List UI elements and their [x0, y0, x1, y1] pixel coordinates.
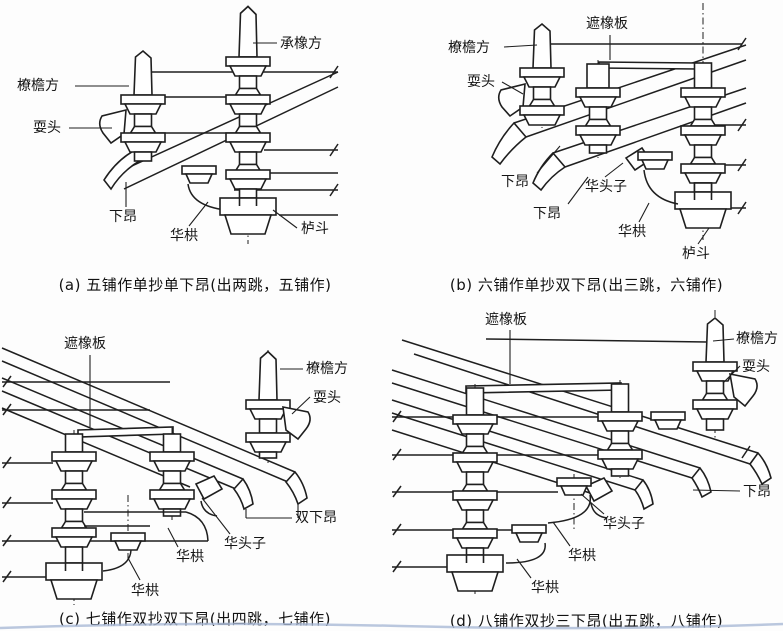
structure-drawing-a — [69, 5, 339, 244]
ang-beak-2-icon — [691, 466, 712, 499]
panel-b: 遮橡板 橑檐方 耍头 下昂 下昂 华头子 华栱 栌斗 (b) 六铺作单抄双下昂(… — [390, 0, 783, 300]
label-chengxiangfang: 承橡方 — [280, 36, 322, 52]
ang-beak-lower-icon — [532, 151, 567, 192]
bracket-columns-a — [120, 5, 277, 244]
ang-beak-3-icon — [633, 478, 654, 511]
leader-lines-a — [69, 42, 298, 229]
leader-lines-d — [509, 330, 741, 579]
structure-drawing-c — [1, 347, 311, 605]
label-shuatou: 耍头 — [33, 120, 61, 136]
label-huatouzi: 华头子 — [603, 516, 645, 532]
label-liaoyanfang: 橑檐方 — [448, 40, 490, 56]
caption-a: (a) 五铺作单抄单下昂(出两跳，五铺作) — [58, 276, 332, 294]
label-huagong: 华栱 — [170, 228, 198, 244]
label-liaoyanfang: 橑檐方 — [736, 331, 778, 347]
bracket-columns-d — [446, 310, 738, 597]
bracket-columns-b — [519, 3, 732, 240]
label-ludou: 栌斗 — [682, 246, 710, 262]
label-huagong-upper: 华栱 — [568, 548, 596, 564]
huagong-arms-d — [505, 411, 686, 564]
label-shuatou: 耍头 — [742, 359, 770, 375]
panel-c: 遮橡板 橑檐方 耍头 双下昂 华头子 华栱 华栱 (c) 七铺作双抄双下昂(出四… — [0, 300, 390, 631]
leader-lines-b — [501, 35, 710, 245]
panel-d: 遮橡板 橑檐方 耍头 下昂 华头子 华栱 华栱 (d) 八铺作双抄三下昂(出五跳… — [390, 300, 783, 631]
zhexiangban-board — [598, 61, 698, 70]
label-huagong: 华栱 — [618, 224, 646, 240]
label-huagong-upper: 华栱 — [176, 549, 204, 565]
label-ludou: 栌斗 — [301, 221, 329, 237]
structure-drawing-d — [391, 310, 772, 597]
label-liaoyanfang: 橑檐方 — [17, 78, 59, 94]
huatouzi-piece — [584, 476, 614, 519]
ang-beak-icon — [103, 146, 142, 191]
caption-d: (d) 八铺作双抄三下昂(出五跳，八铺作) — [449, 612, 724, 630]
leader-lines-c — [89, 355, 311, 581]
label-shuatou: 耍头 — [467, 74, 495, 90]
label-xiaang-upper: 下昂 — [501, 174, 529, 190]
label-xiaang: 下昂 — [109, 209, 137, 225]
ang-beak-1-icon — [748, 451, 772, 486]
label-huatouzi: 华头子 — [224, 536, 266, 552]
bracket-columns-c — [45, 350, 291, 605]
label-shuangxiaang: 双下昂 — [295, 510, 337, 526]
caption-b: (b) 六铺作单抄双下昂(出三跳，六铺作) — [449, 276, 724, 294]
label-liaoyanfang: 橑檐方 — [306, 361, 348, 377]
structure-drawing-b — [491, 3, 747, 245]
ang-beak-inner-icon — [232, 477, 254, 511]
huagong-arms-c — [84, 495, 209, 572]
huagong-arm-b — [637, 151, 679, 205]
label-huagong-lower: 华栱 — [131, 583, 159, 599]
panel-a: 承橡方 橑檐方 耍头 下昂 华栱 栌斗 (a) 五铺作单抄单下昂(出两跳，五铺作… — [0, 0, 390, 300]
caption-c: (c) 七铺作双抄双下昂(出四跳，七铺作) — [59, 610, 331, 628]
label-huagong-lower: 华栱 — [531, 580, 559, 596]
shuatou-beak-icon — [282, 405, 311, 441]
label-zhexiangban: 遮橡板 — [64, 336, 106, 352]
label-zhexiangban: 遮橡板 — [485, 312, 527, 328]
shuatou-beak-icon — [729, 372, 758, 408]
huatouzi-piece — [194, 474, 224, 517]
label-huatouzi: 华头子 — [585, 179, 627, 195]
ang-beak-upper-icon — [491, 121, 528, 166]
label-shuatou: 耍头 — [313, 390, 341, 406]
label-xiaang-lower: 下昂 — [533, 206, 561, 222]
label-zhexiangban: 遮橡板 — [586, 16, 628, 32]
ang-beak-outer-icon — [284, 470, 308, 506]
label-xiaang: 下昂 — [743, 484, 771, 500]
shuatou-beak-icon — [98, 108, 127, 145]
beam-lines-d — [391, 338, 759, 573]
zhexiangban-board — [465, 382, 622, 394]
